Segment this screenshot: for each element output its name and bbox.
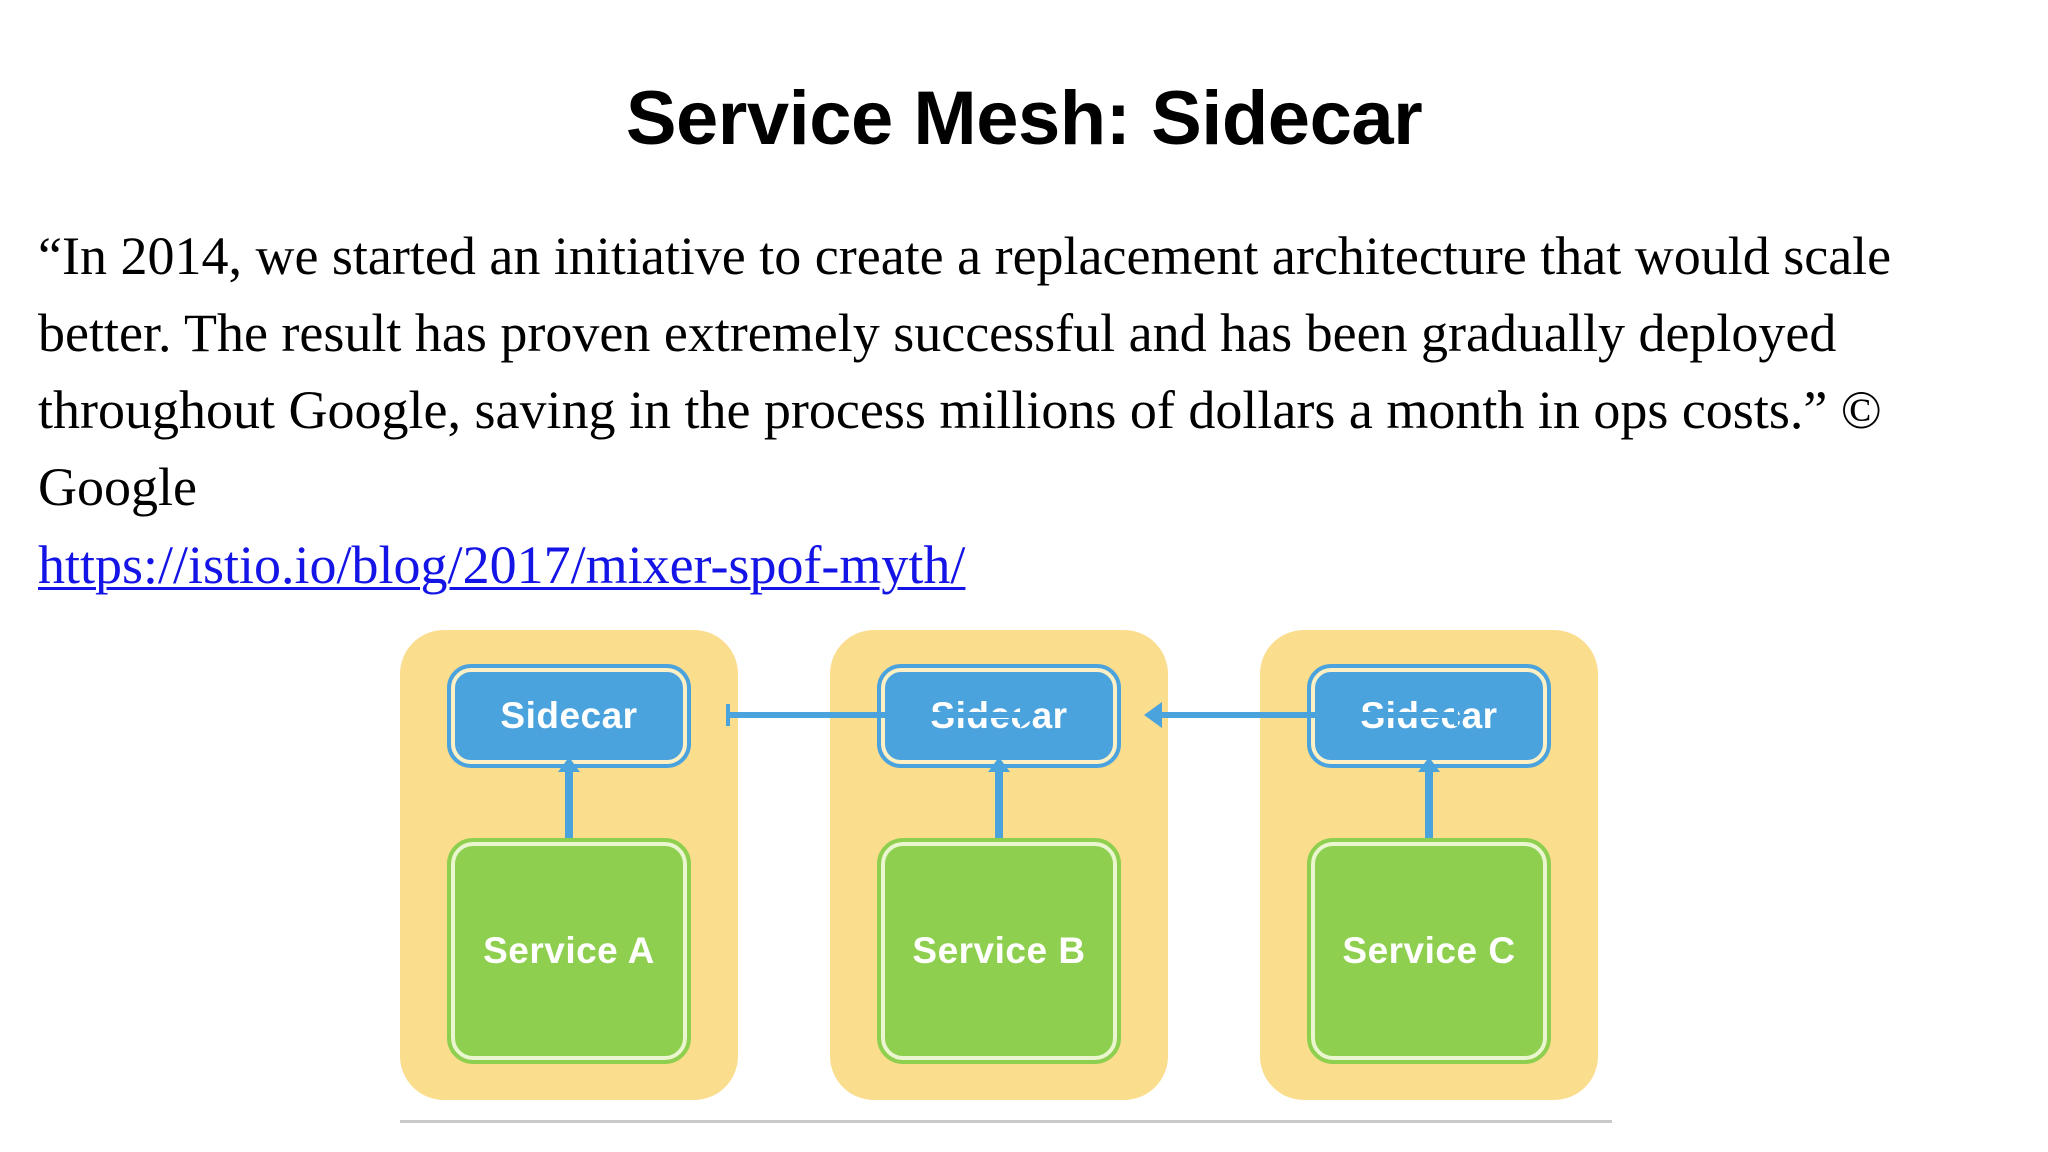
arrow-head-right-icon	[1020, 702, 1038, 728]
sidecar-link-arrow-ab	[726, 702, 1038, 728]
pod-c: Sidecar Service C	[1260, 630, 1598, 1100]
service-box-b[interactable]: Service B	[877, 838, 1121, 1064]
source-link[interactable]: https://istio.io/blog/2017/mixer-spof-my…	[38, 535, 966, 595]
sidecar-link-arrow-cb	[1144, 702, 1458, 728]
pod-a: Sidecar Service A	[400, 630, 738, 1100]
arrow-head-left-icon	[1144, 702, 1162, 728]
sidecar-box-a[interactable]: Sidecar	[447, 664, 691, 768]
pod-b: Sidecar Service B	[830, 630, 1168, 1100]
arrow-tail-nub	[726, 704, 730, 726]
sidecar-service-arrow-a	[565, 770, 573, 842]
sidecar-service-arrow-b	[995, 770, 1003, 842]
sidecar-service-arrow-c	[1425, 770, 1433, 842]
arrow-tail-nub	[1454, 704, 1458, 726]
sidecar-architecture-diagram: Sidecar Service A Sidecar Service B Side…	[400, 630, 1660, 1130]
page-title: Service Mesh: Sidecar	[625, 76, 1423, 161]
service-box-c[interactable]: Service C	[1307, 838, 1551, 1064]
quote-paragraph: “In 2014, we started an initiative to cr…	[38, 226, 1892, 517]
quote-block: “In 2014, we started an initiative to cr…	[38, 218, 2023, 602]
pod-row: Sidecar Service A Sidecar Service B Side…	[400, 630, 1660, 1100]
diagram-baseline-rule	[400, 1120, 1612, 1123]
service-box-a[interactable]: Service A	[447, 838, 691, 1064]
